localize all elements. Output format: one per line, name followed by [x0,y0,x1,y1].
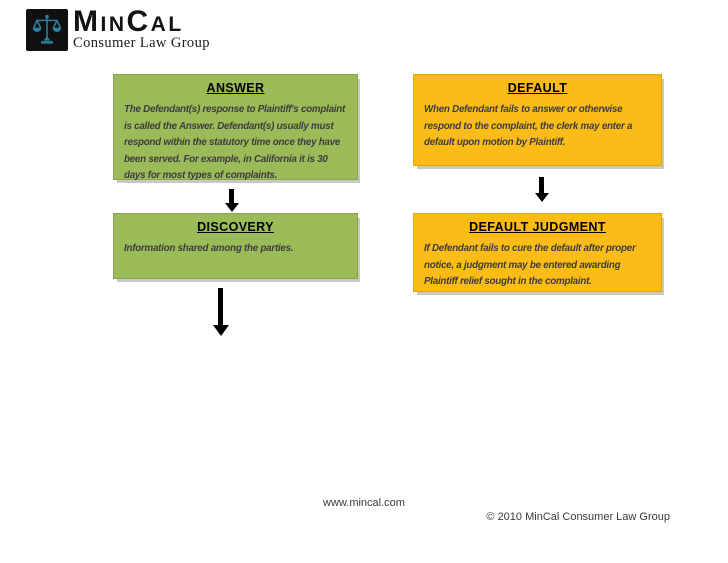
down-arrow-icon [212,288,229,336]
mincal-logo: MinCal Consumer Law Group [26,5,210,51]
arrow-head [212,325,229,336]
flow-box-default: DEFAULT When Defendant fails to answer o… [413,74,662,166]
down-arrow-icon [224,189,239,212]
logo-tagline: Consumer Law Group [73,35,210,51]
flow-box-discovery: DISCOVERY Information shared among the p… [113,213,358,279]
arrow-shaft [229,189,234,203]
flow-box-default-judgment: DEFAULT JUDGMENT If Defendant fails to c… [413,213,662,292]
box-body: When Defendant fails to answer or otherw… [424,104,633,148]
website-url: www.mincal.com [323,497,405,509]
box-body: The Defendant(s) response to Plaintiff's… [124,104,345,181]
box-title: ANSWER [206,81,265,95]
flow-box-answer: ANSWER The Defendant(s) response to Plai… [113,74,358,181]
copyright-notice: © 2010 MinCal Consumer Law Group [486,511,670,523]
box-title: DISCOVERY [197,220,274,234]
arrow-shaft [218,288,223,325]
arrow-head [534,193,549,202]
arrow-shaft [539,177,544,193]
arrow-head [224,203,239,212]
scales-of-justice-icon [32,14,62,44]
box-body: Information shared among the parties. [124,243,294,254]
box-title: DEFAULT JUDGMENT [469,220,606,234]
box-title: DEFAULT [507,81,568,95]
logo-text: MinCal Consumer Law Group [73,5,210,51]
down-arrow-icon [534,177,549,202]
logo-wordmark: MinCal [73,5,184,38]
box-body: If Defendant fails to cure the default a… [424,243,636,287]
logo-square [26,9,68,51]
